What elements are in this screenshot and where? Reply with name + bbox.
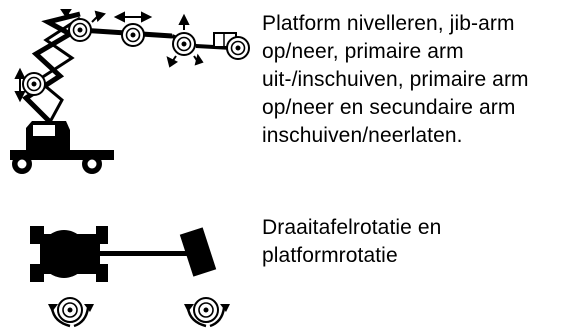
instruction-row-2: Draaitafelrotatie en platformrotatie [0,200,578,332]
instruction-text-2: Draaitafelrotatie en platformrotatie [262,216,442,267]
instruction-text-1: Platform nivelleren, jib-arm op/neer, pr… [262,12,529,147]
turntable-platform-rotation-icon [30,226,230,328]
boom-lift-articulation-controls-icon [10,9,250,174]
instruction-row-1: Platform nivelleren, jib-arm op/neer, pr… [10,9,529,174]
